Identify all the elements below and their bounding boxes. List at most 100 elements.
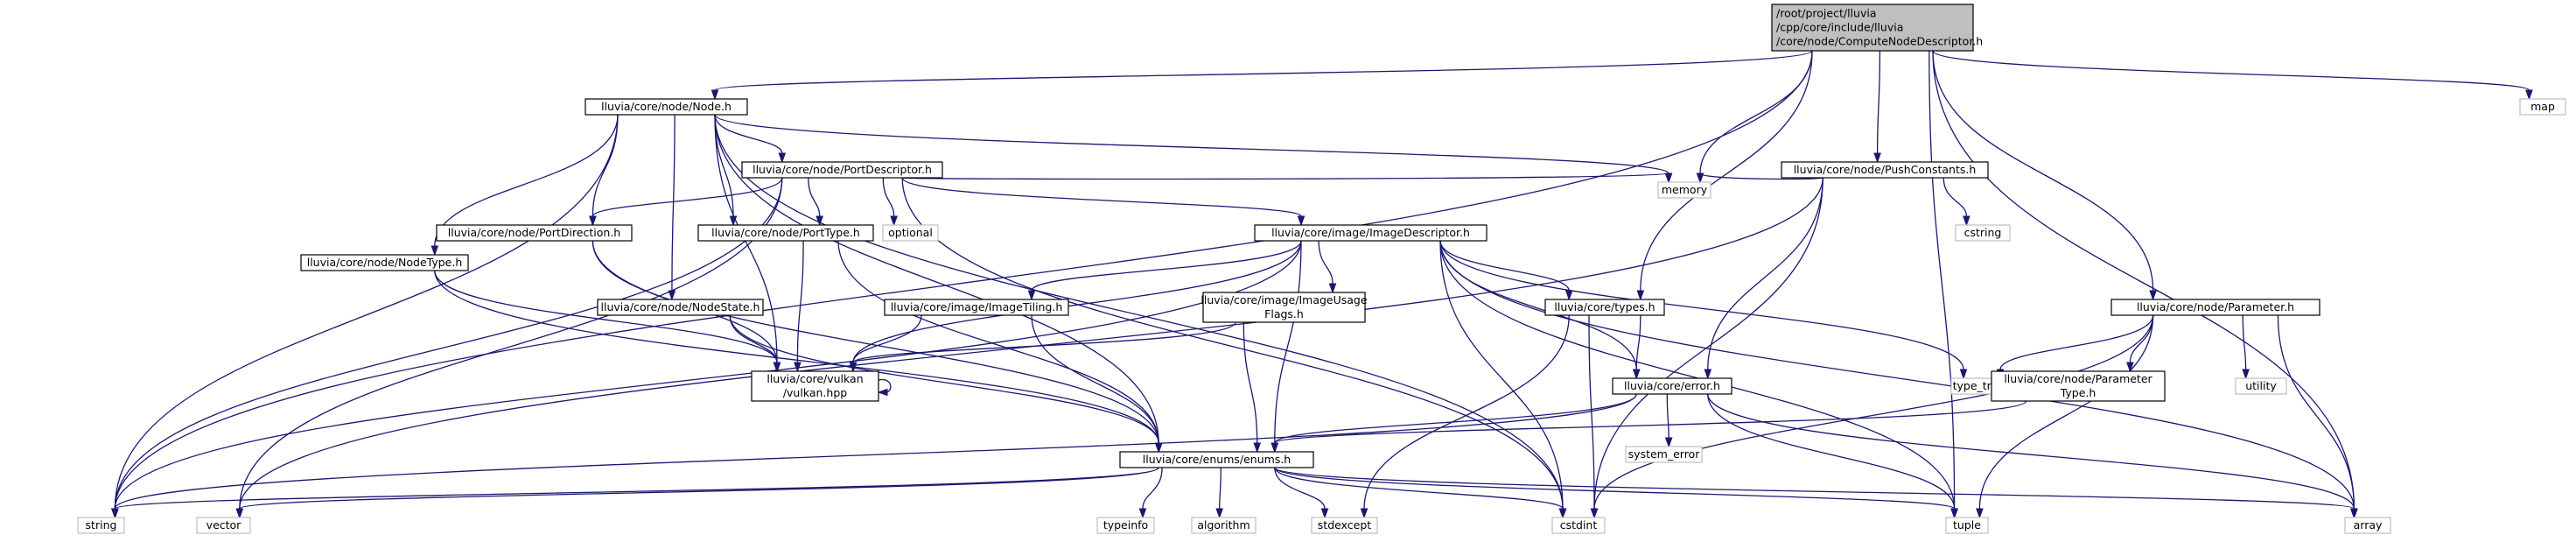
node-label: lluvia/core/node/PortDirection.h [448, 226, 620, 239]
edge-error-to-string [111, 393, 1637, 519]
edge-node_h-to-portdescriptor [714, 114, 787, 164]
node-vector: vector [196, 517, 251, 534]
node-box [196, 517, 251, 534]
edge-arrowhead [1664, 437, 1673, 448]
node-label: lluvia/core/vulkan [766, 372, 863, 385]
node-utility: utility [2235, 377, 2287, 395]
node-box [1781, 161, 1989, 179]
edge-enums-to-tuple [1274, 467, 1958, 519]
edge-node_h-to-nodestate [668, 114, 676, 301]
edge-line [114, 114, 619, 510]
node-parameter[interactable]: lluvia/core/node/Parameter.h [2110, 299, 2320, 316]
edge-line [1031, 314, 1159, 444]
edge-line [1593, 314, 2154, 510]
edge-arrowhead [1704, 369, 1712, 380]
edge-main-to-array [1932, 50, 2358, 519]
edge-arrowhead [1320, 508, 1329, 519]
node-box [1657, 181, 1712, 199]
node-label: utility [2245, 379, 2277, 392]
node-label: lluvia/core/node/PushConstants.h [1794, 163, 1977, 176]
node-box [2235, 377, 2287, 395]
node-imagetiling[interactable]: lluvia/core/image/ImageTiling.h [884, 299, 1069, 316]
node-box [1311, 517, 1378, 534]
edge-line [239, 467, 1159, 510]
node-array: array [2344, 517, 2391, 534]
edge-line [1593, 177, 1824, 510]
node-types[interactable]: lluvia/core/types.h [1544, 299, 1665, 316]
node-label: lluvia/core/image/ImageTiling.h [891, 300, 1063, 313]
edge-types-to-stdexcept [1360, 314, 1570, 519]
node-label: lluvia/core/image/ImageUsage [1200, 293, 1367, 306]
node-porttype[interactable]: lluvia/core/node/PortType.h [697, 224, 874, 242]
node-vulkan[interactable]: lluvia/core/vulkan/vulkan.hpp [751, 370, 879, 402]
edge-line [434, 270, 778, 363]
edge-arrowhead [1873, 152, 1881, 164]
edge-node_h-to-string [111, 114, 619, 519]
edge-line [1439, 240, 1564, 510]
node-label: lluvia/core/node/NodeType.h [307, 256, 463, 269]
edge-types-to-error [1632, 314, 1642, 380]
edge-line [1274, 467, 2356, 510]
edge-line [1588, 314, 1595, 510]
edge-arrowhead [1027, 290, 1036, 301]
edge-line [239, 177, 783, 510]
edge-arrowhead [1297, 215, 1306, 227]
node-error[interactable]: lluvia/core/error.h [1612, 377, 1732, 395]
node-portdescriptor[interactable]: lluvia/core/node/PortDescriptor.h [741, 161, 943, 179]
edge-line [1932, 50, 2530, 91]
node-label: stdexcept [1318, 518, 1371, 531]
edge-main-to-parameter [1932, 50, 2157, 301]
node-portdirection[interactable]: lluvia/core/node/PortDirection.h [436, 224, 633, 242]
node-box [436, 224, 633, 242]
edge-line [592, 240, 1159, 444]
edge-line [882, 177, 895, 217]
edge-arrowhead [1976, 508, 1984, 519]
edge-arrowhead [816, 215, 824, 227]
node-nodetype[interactable]: lluvia/core/node/NodeType.h [300, 254, 469, 271]
nodes-layer: /root/project/lluvia/cpp/core/include/ll… [77, 4, 2566, 534]
edge-main-to-types [1636, 50, 1813, 301]
edge-error-to-system_error [1664, 393, 1673, 448]
node-box [751, 370, 879, 402]
edge-enums-to-cstdint [1274, 467, 1567, 519]
edge-arrowhead [2525, 89, 2533, 101]
edge-arrowhead [1632, 369, 1641, 380]
edge-arrowhead [773, 362, 781, 373]
node-tuple: tuple [1945, 517, 1989, 534]
edge-arrowhead [2242, 369, 2250, 380]
edge-arrowhead [589, 215, 597, 227]
edge-line [714, 114, 778, 363]
node-box [2110, 299, 2320, 316]
edge-line [714, 114, 1670, 174]
edge-parameter-to-utility [2242, 314, 2250, 380]
edge-enums-to-vector [235, 467, 1159, 519]
edge-arrowhead [794, 362, 802, 373]
node-node_h[interactable]: lluvia/core/node/Node.h [584, 98, 748, 116]
edge-line [1274, 240, 1302, 444]
node-stdexcept: stdexcept [1311, 517, 1378, 534]
edge-line [1142, 467, 1163, 510]
edge-line [114, 50, 1813, 510]
node-enums[interactable]: lluvia/core/enums/enums.h [1119, 451, 1314, 468]
edge-line [1274, 393, 1637, 444]
node-nodestate[interactable]: lluvia/core/node/NodeState.h [597, 299, 764, 316]
edge-line [1699, 50, 1813, 174]
node-label: lluvia/core/types.h [1554, 300, 1655, 313]
edge-enums-to-algorithm [1215, 467, 1224, 519]
node-label: /cpp/core/include/lluvia [1776, 21, 1903, 34]
edge-arrowhead [1360, 508, 1368, 519]
edge-porttype-to-vulkan [794, 240, 804, 373]
edge-line [1699, 172, 1824, 180]
node-pushconstants[interactable]: lluvia/core/node/PushConstants.h [1781, 161, 1989, 179]
node-box [77, 517, 125, 534]
edge-line [852, 240, 1302, 363]
edge-line [1707, 393, 2356, 510]
node-box [1254, 224, 1488, 242]
node-imagedescriptor[interactable]: lluvia/core/image/ImageDescriptor.h [1254, 224, 1488, 242]
node-box [1991, 370, 2166, 402]
node-label: optional [888, 226, 933, 239]
node-label: vector [206, 518, 242, 531]
edge-line [1318, 240, 1334, 285]
